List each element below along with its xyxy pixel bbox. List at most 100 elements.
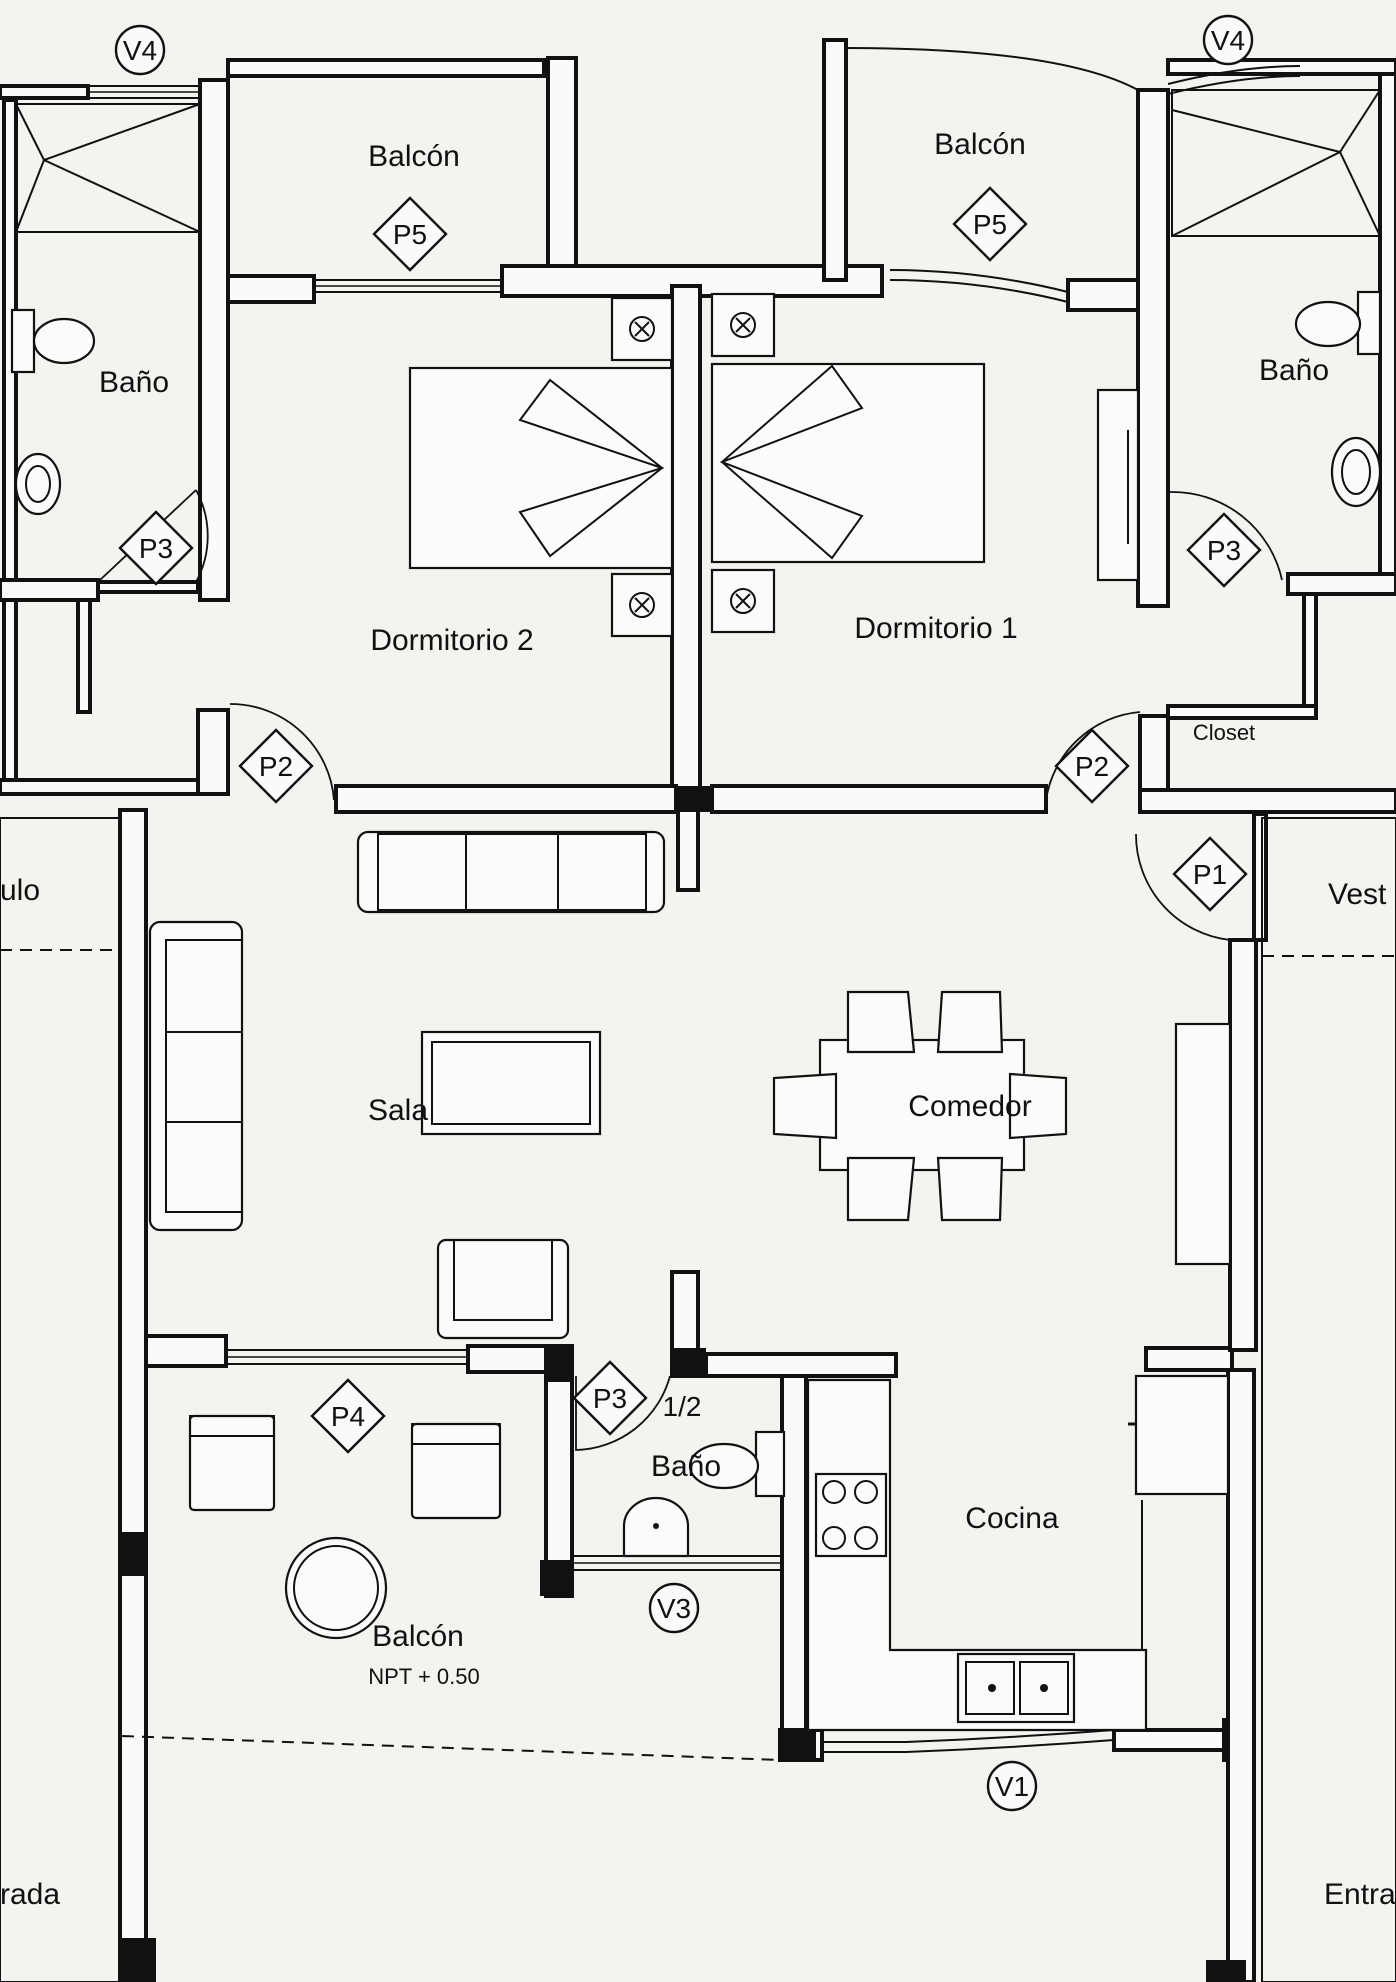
sideboard bbox=[1174, 1022, 1232, 1266]
half-bath-fraction: 1/2 bbox=[663, 1391, 702, 1422]
column bbox=[118, 1938, 156, 1982]
wall-segment bbox=[780, 1374, 808, 1732]
tag-p2-left bbox=[238, 728, 314, 804]
bed-dormitorio-2 bbox=[408, 366, 674, 570]
dining-chair bbox=[936, 1156, 1004, 1222]
room-label-balcon-top-right: Balcón bbox=[934, 128, 1026, 161]
column bbox=[540, 1560, 570, 1596]
wall-segment bbox=[1166, 704, 1318, 720]
wall-segment bbox=[676, 806, 700, 892]
toilet-left bbox=[32, 317, 96, 365]
tag-p3-left bbox=[118, 510, 194, 586]
sink-left bbox=[14, 452, 62, 516]
wall-segment bbox=[1252, 812, 1268, 942]
door-arc-p3-left bbox=[195, 489, 209, 583]
balcony-curve bbox=[845, 47, 1139, 91]
wall-segment bbox=[1228, 938, 1258, 1352]
dining-chair bbox=[772, 1072, 838, 1140]
wardrobe bbox=[1096, 388, 1140, 582]
bedroom-furniture bbox=[408, 292, 1140, 638]
window-p5-right bbox=[889, 269, 1069, 293]
door-arc-p2-right bbox=[1045, 711, 1141, 801]
tags: V4 V4 V3 V1 P5 P5 P3 P3 P2 P2 P1 P4 P3 1… bbox=[114, 14, 1262, 1812]
wall-segment bbox=[1138, 788, 1396, 814]
wall-segment bbox=[1286, 572, 1396, 596]
wall-segment bbox=[334, 784, 678, 814]
window-v1 bbox=[822, 1729, 1115, 1743]
wall-segment bbox=[1226, 1368, 1256, 1982]
tag-p5-right bbox=[952, 186, 1028, 262]
tag-p1 bbox=[1172, 836, 1248, 912]
neighbour-outline bbox=[0, 817, 121, 1982]
tag-p5-right-label: P5 bbox=[973, 209, 1007, 240]
column bbox=[546, 1346, 572, 1382]
tag-v1 bbox=[986, 1760, 1038, 1812]
door-swings bbox=[99, 489, 1283, 1451]
toilet-tank bbox=[10, 308, 36, 374]
toilet-right bbox=[1294, 300, 1362, 348]
door-arc-p2-left bbox=[229, 703, 335, 801]
room-label-dormitorio-1: Dormitorio 1 bbox=[854, 612, 1017, 645]
room-label-edge-left-bottom: rada bbox=[0, 1878, 60, 1911]
column bbox=[676, 786, 712, 812]
toilet-tank bbox=[1356, 290, 1382, 356]
wall-segment bbox=[1066, 278, 1140, 312]
sofa-left bbox=[148, 920, 244, 1232]
tag-p4-label: P4 bbox=[331, 1401, 365, 1432]
tag-p3-half bbox=[572, 1360, 648, 1436]
room-label-cocina: Cocina bbox=[965, 1502, 1059, 1535]
column bbox=[780, 1730, 816, 1760]
toilet-half-bath bbox=[688, 1442, 760, 1490]
wall-segment bbox=[226, 58, 546, 78]
tag-p3-right-label: P3 bbox=[1207, 535, 1241, 566]
room-label-comedor: Comedor bbox=[908, 1090, 1031, 1123]
armchair bbox=[436, 1238, 570, 1340]
dining-chair bbox=[846, 1156, 916, 1222]
stove bbox=[814, 1472, 888, 1558]
kitchen-furniture bbox=[806, 1374, 1230, 1732]
wall-segment bbox=[704, 1352, 898, 1378]
bed-dormitorio-1 bbox=[710, 362, 986, 564]
room-label-edge-right-top: Vest bbox=[1328, 878, 1387, 911]
door-arc-p3-half bbox=[575, 1375, 671, 1451]
wall-segment bbox=[0, 778, 212, 796]
living-furniture bbox=[148, 830, 1232, 1340]
column bbox=[1206, 1960, 1246, 1982]
tag-v3-label: V3 bbox=[657, 1593, 691, 1624]
room-label-bano-half: Baño bbox=[651, 1450, 721, 1483]
wall-segment bbox=[144, 1334, 228, 1368]
kitchen-sink bbox=[956, 1652, 1076, 1724]
balcon-level-note: NPT + 0.50 bbox=[368, 1664, 480, 1689]
column bbox=[120, 1532, 146, 1576]
bathroom-fixtures bbox=[10, 89, 1382, 1558]
wall-segment bbox=[670, 284, 702, 808]
windows bbox=[87, 47, 1301, 1753]
wall-segment bbox=[466, 1344, 548, 1374]
wall-segment bbox=[1378, 72, 1396, 576]
tag-p3-left-label: P3 bbox=[139, 533, 173, 564]
room-label-bano-right: Baño bbox=[1259, 354, 1329, 387]
tag-v4-right bbox=[1202, 14, 1254, 66]
room-label-closet: Closet bbox=[1193, 720, 1255, 745]
refrigerator bbox=[1134, 1374, 1230, 1496]
door-arc-p3-right bbox=[1169, 491, 1283, 581]
wall-segment bbox=[2, 598, 18, 792]
wall-segment bbox=[76, 598, 92, 714]
dining-chair bbox=[846, 990, 916, 1054]
wall-segment bbox=[226, 274, 316, 304]
tag-p2-right bbox=[1054, 728, 1130, 804]
room-label-balcon-bottom: Balcón bbox=[372, 1620, 464, 1653]
room-label-balcon-top-left: Balcón bbox=[368, 140, 460, 173]
tag-p2-right-label: P2 bbox=[1075, 751, 1109, 782]
column bbox=[670, 1348, 706, 1378]
neighbour-outline bbox=[1261, 817, 1396, 1982]
wall-segment bbox=[0, 578, 100, 602]
balcony-chair bbox=[188, 1414, 276, 1512]
tag-v1-label: V1 bbox=[995, 1771, 1029, 1802]
wall-segment bbox=[196, 708, 230, 796]
window-v4-right bbox=[1167, 65, 1301, 85]
room-label-edge-left-top: ulo bbox=[0, 874, 40, 907]
tag-p5-left-label: P5 bbox=[393, 219, 427, 250]
shower-left bbox=[15, 103, 201, 233]
dining-chair bbox=[936, 990, 1004, 1054]
